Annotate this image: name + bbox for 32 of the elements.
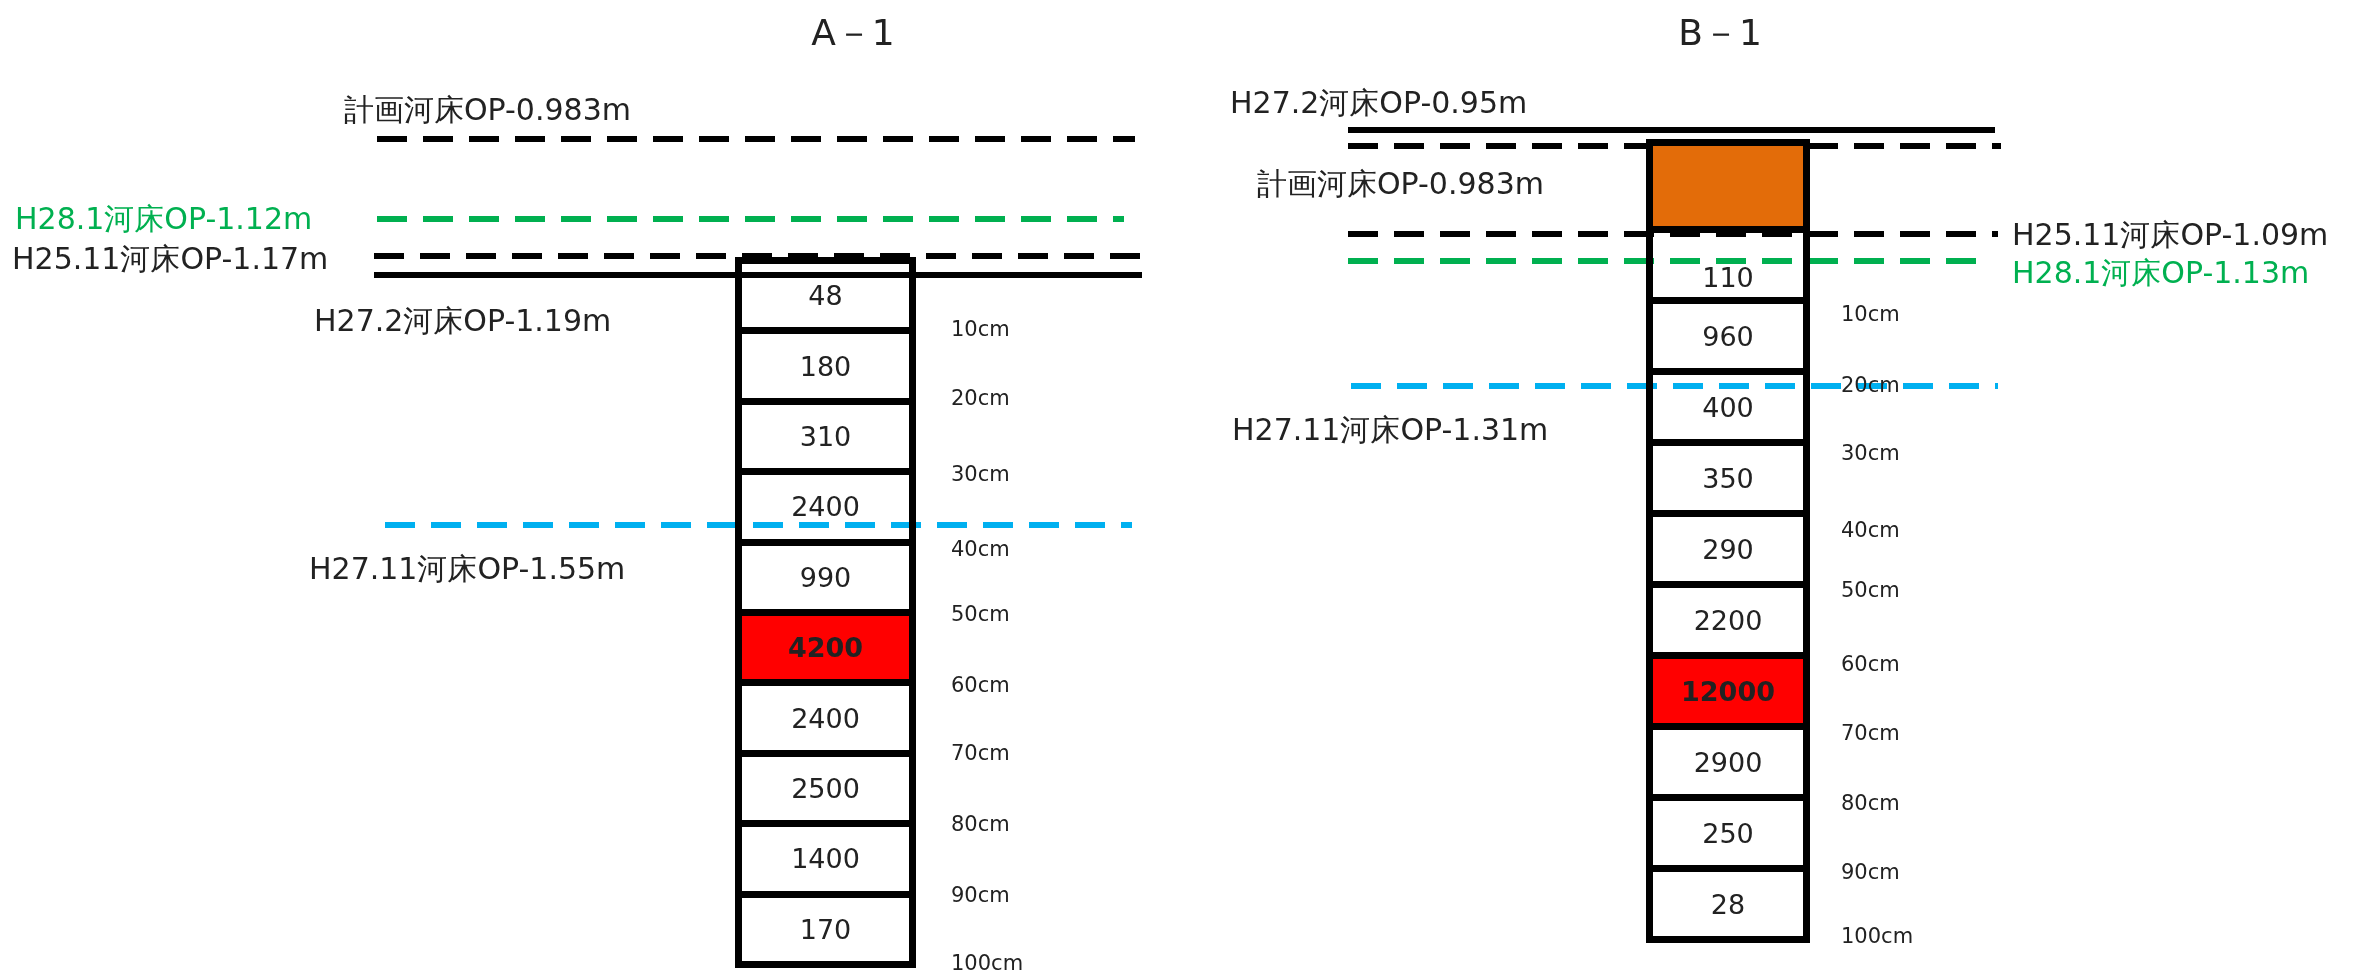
depth-label: 80cm [1841,791,1900,815]
depth-label: 60cm [951,673,1010,697]
depth-label: 70cm [951,741,1010,765]
depth-label: 100cm [951,951,1024,975]
level-label: H25.11河床OP-1.09m [2012,215,2329,254]
depth-label: 90cm [951,883,1010,907]
depth-label: 20cm [1841,373,1900,397]
depth-label: 70cm [1841,721,1900,745]
depth-label: 10cm [951,317,1010,341]
level-label: 計画河床OP-0.983m [344,90,631,129]
depth-label: 20cm [951,386,1010,410]
column-title: B－1 [1678,10,1762,55]
depth-label: 40cm [951,537,1010,561]
level-label: H25.11河床OP-1.17m [12,239,329,278]
depth-label: 100cm [1841,924,1914,948]
depth-label: 50cm [951,602,1010,626]
depth-label: 80cm [951,812,1010,836]
level-label: H27.2河床OP-0.95m [1230,83,1528,122]
depth-label: 30cm [951,462,1010,486]
column-title: A－1 [811,10,895,55]
depth-label: 30cm [1841,441,1900,465]
level-label: H28.1河床OP-1.13m [2012,253,2310,292]
depth-label: 60cm [1841,652,1900,676]
level-label: H27.2河床OP-1.19m [314,301,612,340]
level-label: H27.11河床OP-1.31m [1232,410,1549,449]
depth-label: 50cm [1841,578,1900,602]
level-label: H28.1河床OP-1.12m [15,199,313,238]
depth-label: 10cm [1841,302,1900,326]
depth-label: 90cm [1841,860,1900,884]
level-label: H27.11河床OP-1.55m [309,549,626,588]
depth-label: 40cm [1841,518,1900,542]
level-label: 計画河床OP-0.983m [1257,164,1544,203]
